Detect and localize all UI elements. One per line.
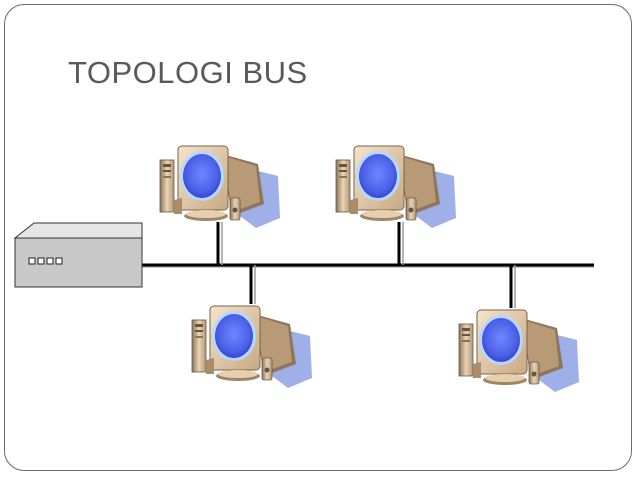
hub-port-1 <box>28 257 36 265</box>
drop-cable-pc-2 <box>397 222 404 265</box>
drop-cable-pc-1 <box>216 222 223 265</box>
computer-icon <box>159 145 281 229</box>
hub-port-4 <box>55 257 63 265</box>
computer-icon <box>191 305 313 389</box>
drop-cable-pc-4 <box>509 265 516 308</box>
hub-port-3 <box>46 257 54 265</box>
computer-icon <box>458 309 580 393</box>
hub-port-2 <box>37 257 45 265</box>
computer-icon <box>335 145 457 229</box>
page-title: TOPOLOGI BUS <box>68 55 308 90</box>
server-hub <box>13 222 143 288</box>
drop-cable-pc-3 <box>249 265 256 304</box>
